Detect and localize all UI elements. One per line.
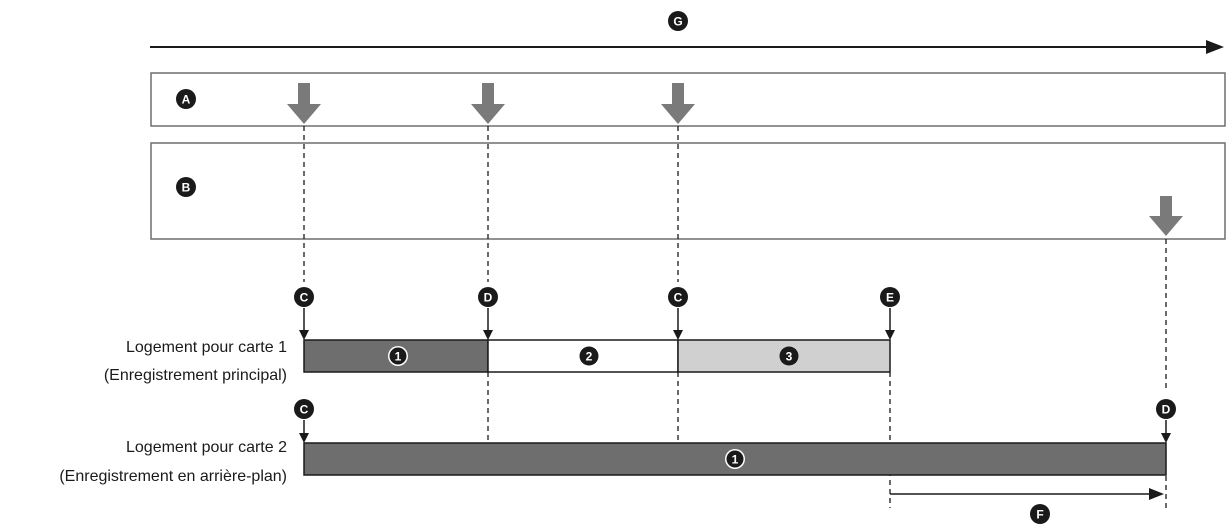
marker-c-start: C: [294, 287, 314, 307]
svg-text:C: C: [300, 403, 309, 417]
marker-b: B: [176, 177, 196, 197]
slot-pointers: [299, 308, 1171, 443]
slot1-segment-2-number: 2: [579, 346, 599, 366]
marker-a: A: [176, 89, 196, 109]
marker-f: F: [1030, 504, 1050, 524]
svg-text:C: C: [674, 291, 683, 305]
slot1-segment-1-number: 1: [388, 346, 408, 366]
marker-g: G: [668, 11, 688, 31]
down-arrow-a2: [471, 83, 505, 124]
svg-text:B: B: [182, 181, 191, 195]
slot1-segment-3-number: 3: [779, 346, 799, 366]
slot2-subtitle: (Enregistrement en arrière-plan): [59, 468, 287, 485]
svg-text:E: E: [886, 291, 894, 305]
down-arrow-a3: [661, 83, 695, 124]
marker-d-slot2: D: [1156, 399, 1176, 419]
marker-c-restart: C: [668, 287, 688, 307]
svg-text:D: D: [1162, 403, 1171, 417]
svg-text:D: D: [484, 291, 493, 305]
svg-text:1: 1: [732, 453, 739, 467]
down-arrow-b: [1149, 196, 1183, 236]
svg-text:2: 2: [586, 350, 593, 364]
svg-text:A: A: [182, 93, 191, 107]
slot2-segment-1-number: 1: [725, 449, 745, 469]
marker-c-slot2: C: [294, 399, 314, 419]
time-axis: [150, 40, 1224, 54]
slot2-title: Logement pour carte 2: [126, 439, 287, 456]
row-b-box: [150, 142, 1226, 240]
down-arrow-a1: [287, 83, 321, 124]
svg-text:F: F: [1036, 508, 1043, 522]
svg-text:C: C: [300, 291, 309, 305]
slot1-subtitle: (Enregistrement principal): [104, 367, 287, 384]
svg-text:1: 1: [395, 350, 402, 364]
svg-text:3: 3: [786, 350, 793, 364]
marker-e: E: [880, 287, 900, 307]
svg-text:G: G: [673, 15, 682, 29]
slot1-title: Logement pour carte 1: [126, 339, 287, 356]
span-arrow-f: [890, 488, 1164, 500]
dashed-guides: [303, 126, 1167, 508]
marker-d-slot1: D: [478, 287, 498, 307]
row-a-box: [150, 72, 1226, 127]
